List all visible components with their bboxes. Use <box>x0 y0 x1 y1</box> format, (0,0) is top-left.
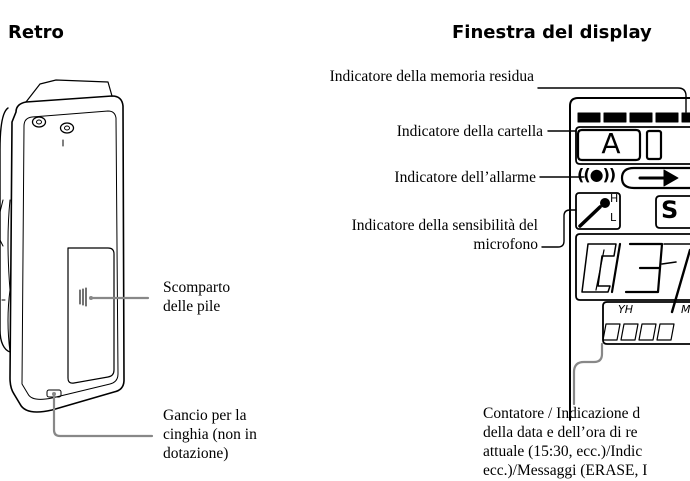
mic-callout-line <box>541 209 577 248</box>
battery-label-line-1: Scomparto <box>163 279 231 296</box>
mic-low-label: L <box>610 211 617 224</box>
heading-display-window: Finestra del display <box>452 22 652 43</box>
clip-callout-line <box>52 392 154 438</box>
partial-s-glyph: S <box>661 196 679 224</box>
counter-label-line-4: ecc.)/Messaggi (ERASE, I <box>483 462 648 479</box>
folder-letter: A <box>601 127 621 160</box>
battery-label-line-2: delle pile <box>163 298 221 315</box>
mic-high-label: H <box>610 192 619 205</box>
counter-label-line-3: attuale (15:30, ecc.)/Indic <box>483 443 643 460</box>
counter-label-line-2: della data e dell’ora di re <box>483 424 638 441</box>
counter-label-line-1: Contatore / Indicazione d <box>483 405 641 422</box>
small-yh-label: YH <box>618 303 633 316</box>
memory-indicator-label: Indicatore della memoria residua <box>329 68 534 85</box>
recorder-back-illustration <box>0 79 125 413</box>
counter-callout-line <box>572 342 604 406</box>
memory-callout-line <box>537 87 687 113</box>
mic-indicator-label-line-2: microfono <box>473 236 538 253</box>
mic-indicator-label-line-1: Indicatore della sensibilità del <box>351 217 538 234</box>
heading-retro: Retro <box>8 22 64 43</box>
alarm-icon: ((●)) <box>577 165 616 184</box>
clip-label-line-3: dotazione) <box>163 445 229 462</box>
folder-indicator-label: Indicatore della cartella <box>396 123 543 140</box>
display-panel <box>569 97 690 421</box>
clip-label-line-2: cinghia (non in <box>163 426 257 443</box>
alarm-indicator-label: Indicatore dell’allarme <box>394 169 536 186</box>
small-m-label: M <box>681 303 690 316</box>
clip-label-line-1: Gancio per la <box>163 407 247 424</box>
